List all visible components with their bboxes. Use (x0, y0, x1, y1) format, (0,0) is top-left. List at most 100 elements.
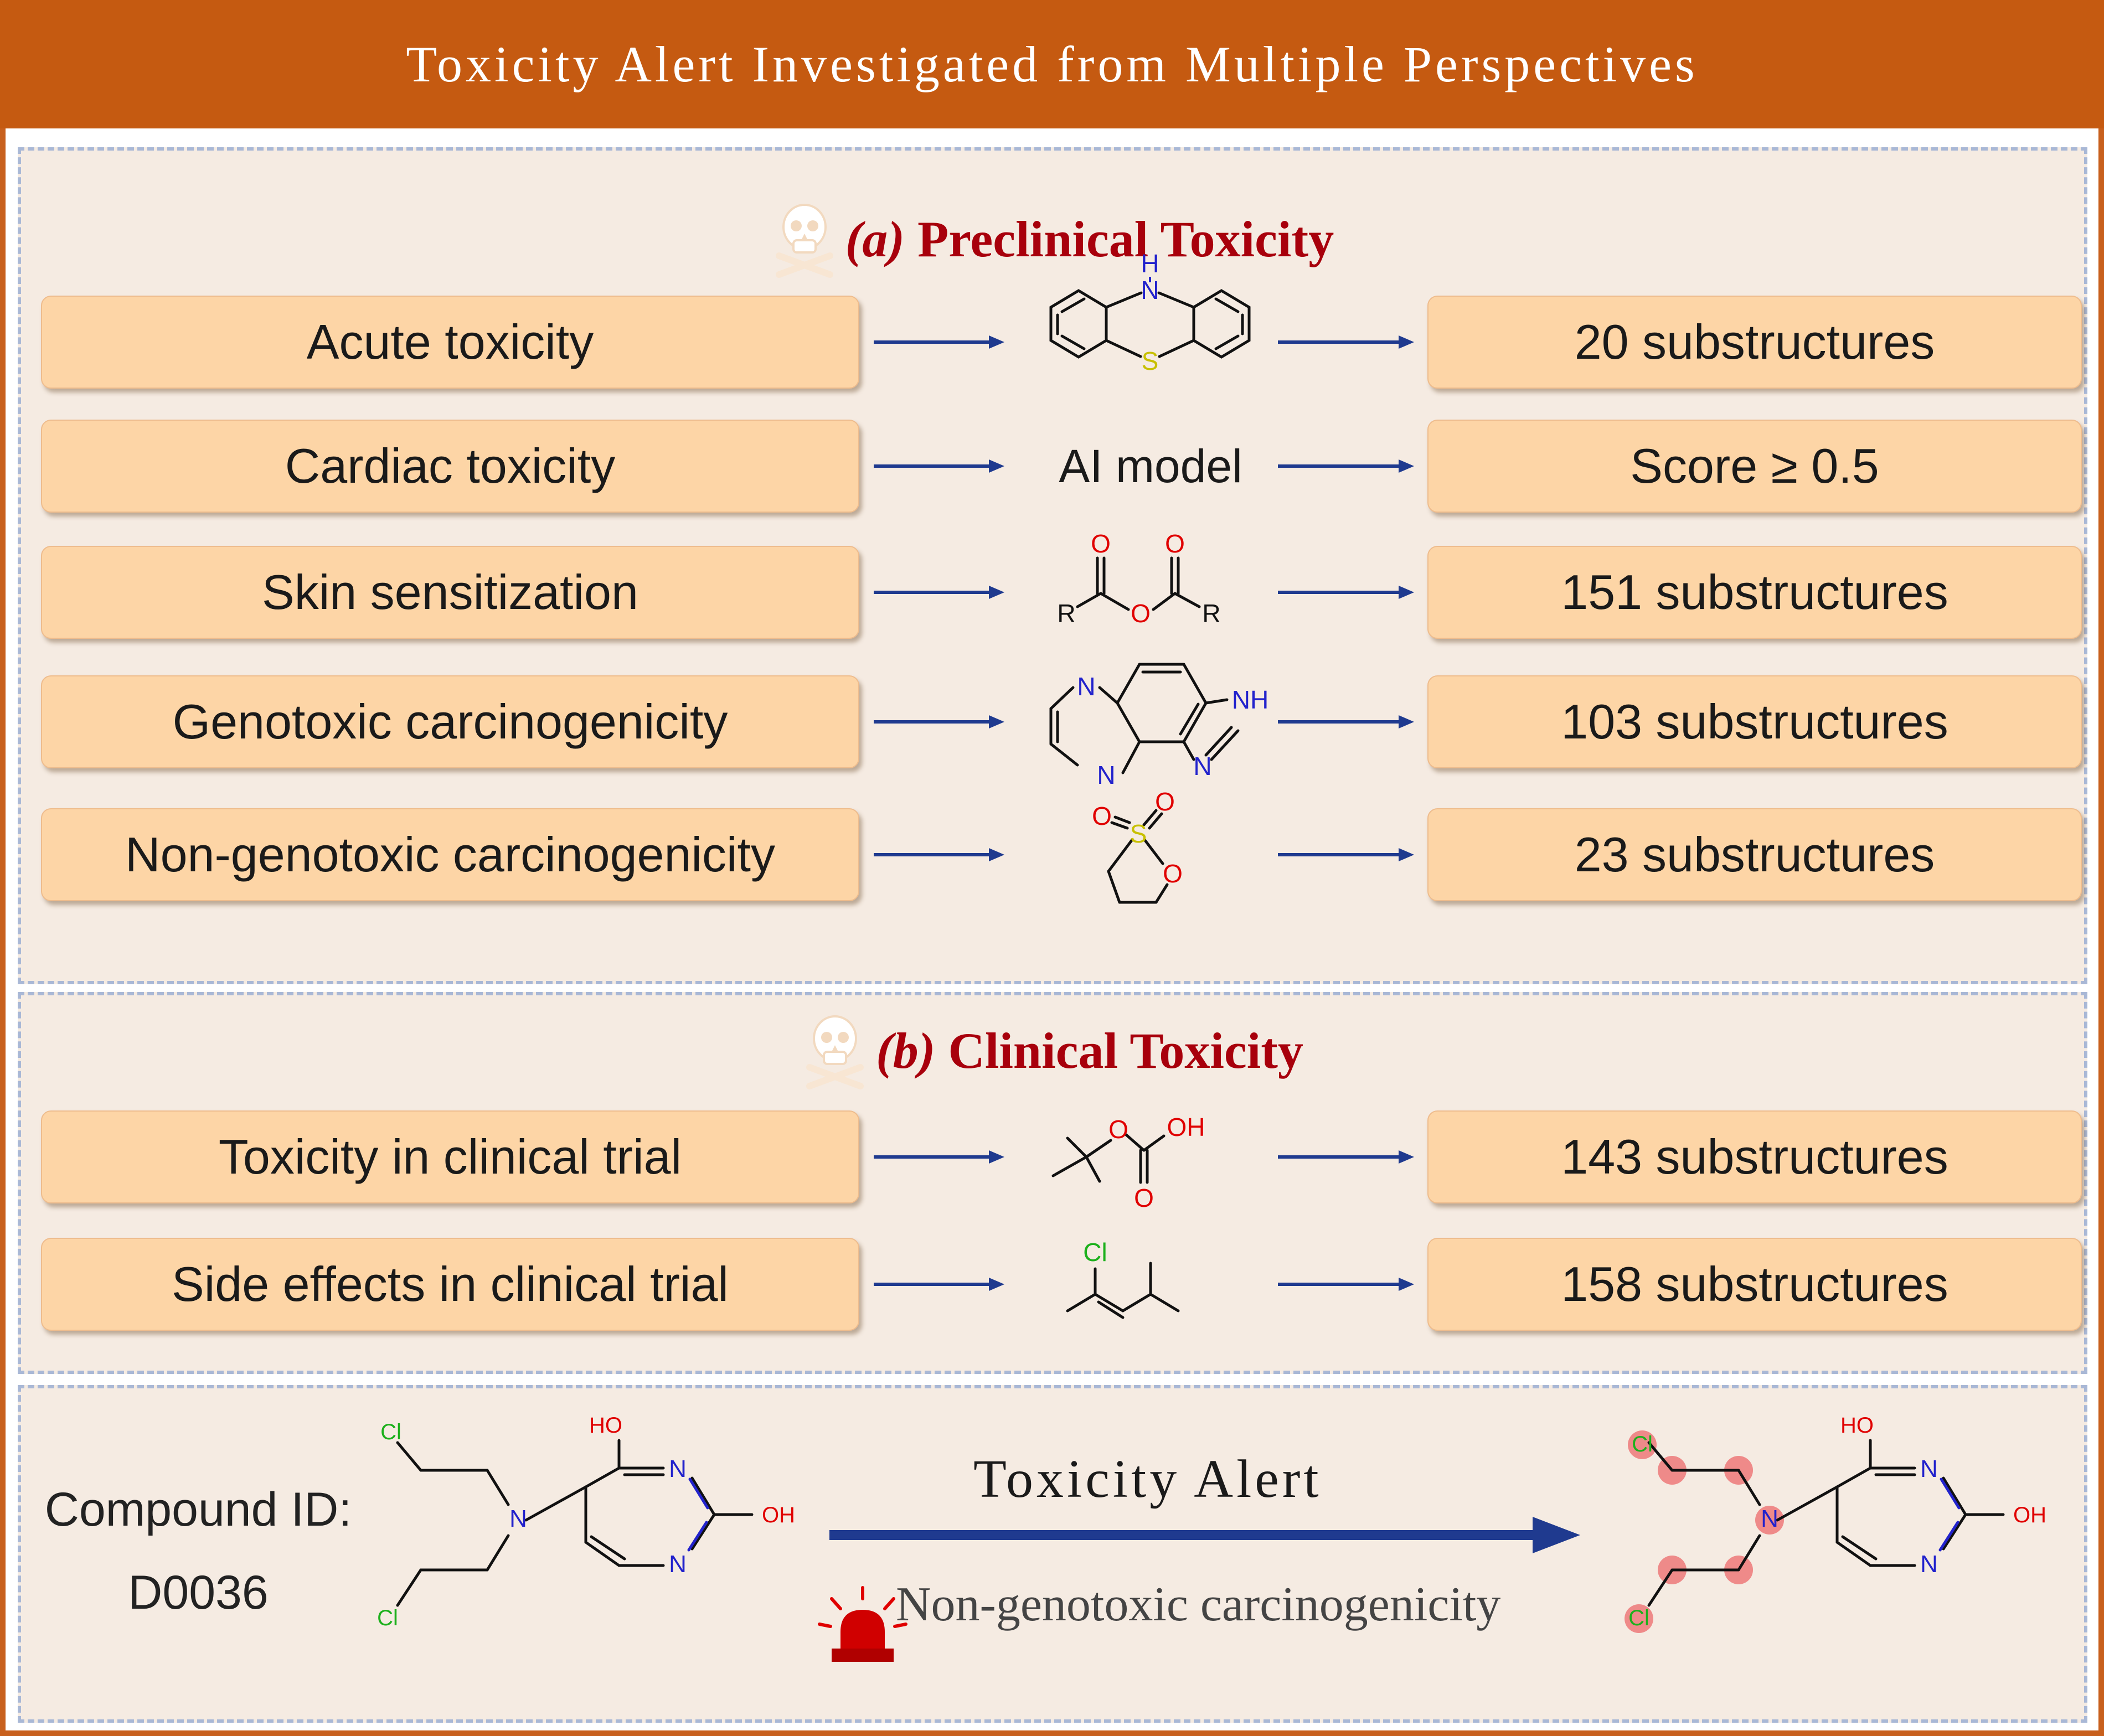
atom-label: O (1165, 529, 1185, 558)
panel-clinical-toxicity: (b) Clinical Toxicity Toxicity in clinic… (18, 992, 2087, 1374)
panel-b-letter: (b) (876, 1022, 936, 1079)
category-box: Acute toxicity (41, 296, 859, 389)
result-box: 23 substructures (1427, 808, 2082, 901)
alert-type: Non-genotoxic carcinogenicity (896, 1578, 1501, 1631)
category-label: Side effects in clinical trial (172, 1257, 729, 1311)
category-box: Non-genotoxic carcinogenicity (41, 808, 859, 901)
atom-label: HO (1840, 1413, 1874, 1438)
atom-label: NH (1232, 685, 1268, 714)
atom-label: N (669, 1455, 687, 1482)
arrow-right-icon (874, 459, 1004, 473)
atom-label: Cl (1632, 1432, 1653, 1456)
phenothiazine-structure: N H S (1049, 249, 1251, 375)
arrow-right-icon (1278, 1150, 1414, 1164)
anhydride-structure: O O O R R (1057, 529, 1220, 628)
atom-label: Cl (1628, 1606, 1649, 1630)
atom-label: O (1131, 599, 1151, 628)
result-box: 143 substructures (1427, 1110, 2082, 1203)
row-toxicity-clinical-trial: Toxicity in clinical trial (21, 1110, 2084, 1212)
result-label: Score ≥ 0.5 (1630, 438, 1879, 493)
atom-label: O (1163, 859, 1183, 888)
category-box: Genotoxic carcinogenicity (41, 675, 859, 768)
category-label: Cardiac toxicity (285, 438, 616, 493)
atom-label: O (1134, 1184, 1154, 1212)
atom-label: H (1141, 249, 1159, 278)
atom-label: O (1091, 529, 1111, 558)
atom-label: S (1130, 819, 1147, 848)
panel-b-heading: (b) Clinical Toxicity (21, 1012, 2084, 1089)
category-label: Toxicity in clinical trial (218, 1129, 682, 1184)
atom-label: HO (589, 1413, 622, 1438)
category-box: Cardiac toxicity (41, 420, 859, 513)
skull-crossbones-icon (775, 204, 833, 278)
compound-structure: Cl Cl N N N HO OH (377, 1413, 795, 1630)
highlighted-compound-structure: Cl Cl N N N HO OH (1625, 1413, 2046, 1633)
category-label: Skin sensitization (262, 565, 638, 619)
row-acute-toxicity: Acute toxicity (21, 249, 2084, 389)
alarm-siren-icon (818, 1586, 907, 1662)
atom-label: N (1920, 1551, 1938, 1578)
atom-label: N (1077, 672, 1095, 701)
row-cardiac-toxicity: Cardiac toxicity AI model Score ≥ 0.5 (21, 420, 2084, 513)
panel-preclinical-toxicity: (a) Preclinical Toxicity Acute toxicity (18, 147, 2087, 984)
atom-label: S (1142, 347, 1159, 375)
header-banner: Toxicity Alert Investigated from Multipl… (0, 0, 2104, 128)
method-label-container: AI model (1023, 420, 1278, 513)
atom-label: N (1920, 1455, 1938, 1482)
atom-label: Cl (377, 1606, 398, 1630)
result-label: 20 substructures (1574, 314, 1935, 369)
panel-a-title: Preclinical Toxicity (917, 211, 1334, 267)
atom-label: Cl (380, 1420, 401, 1444)
figure-body: (a) Preclinical Toxicity Acute toxicity (6, 128, 2098, 1730)
imidazopyrazine-structure: N N N NH (1049, 663, 1268, 789)
propane-sultone-structure: S O O O (1092, 787, 1183, 904)
category-label: Acute toxicity (306, 314, 594, 369)
compound-id-label: Compound ID: (44, 1483, 352, 1536)
atom-label: OH (1167, 1113, 1205, 1141)
figure-title: Toxicity Alert Investigated from Multipl… (406, 36, 1698, 92)
atom-label: N (1097, 761, 1115, 789)
result-box: 20 substructures (1427, 296, 2082, 389)
arrow-right-icon (1278, 459, 1414, 473)
atom-label: O (1092, 802, 1112, 830)
atom-label: N (509, 1505, 527, 1532)
category-box: Side effects in clinical trial (41, 1238, 859, 1331)
arrow-right-icon (1278, 715, 1414, 728)
panel-compound-alert: Compound ID: D0036 (18, 1385, 2087, 1723)
atom-label: N (669, 1551, 687, 1578)
result-box: 151 substructures (1427, 546, 2082, 639)
result-label: 151 substructures (1561, 565, 1948, 619)
atom-label: Cl (1083, 1238, 1107, 1267)
arrow-right-icon (1278, 586, 1414, 599)
category-label: Non-genotoxic carcinogenicity (125, 827, 775, 882)
chloroalkene-structure: Cl (1066, 1238, 1180, 1319)
result-box: Score ≥ 0.5 (1427, 420, 2082, 513)
atom-label: OH (2013, 1503, 2046, 1527)
atom-label: N (1761, 1505, 1778, 1532)
alert-title: Toxicity Alert (973, 1449, 1322, 1509)
category-box: Skin sensitization (41, 546, 859, 639)
row-skin-sensitization: Skin sensitization (21, 529, 2084, 639)
panel-a-letter: (a) (845, 211, 905, 267)
atom-label: OH (762, 1503, 795, 1527)
row-non-genotoxic-carcinogenicity: Non-genotoxic carcinogenicity (21, 787, 2084, 904)
arrow-right-icon (874, 715, 1004, 728)
panel-a-heading: (a) Preclinical Toxicity (21, 200, 2084, 278)
atom-label: O (1108, 1115, 1128, 1144)
atom-label: R (1202, 599, 1220, 628)
arrow-right-icon (874, 848, 1004, 861)
alert-arrow-icon (829, 1517, 1580, 1553)
tert-butyl-carbonate-structure: O OH O (1051, 1113, 1205, 1212)
category-label: Genotoxic carcinogenicity (172, 694, 728, 749)
method-label: AI model (1059, 440, 1242, 492)
arrow-right-icon (874, 1278, 1004, 1291)
atom-label: R (1057, 599, 1075, 628)
result-box: 158 substructures (1427, 1238, 2082, 1331)
result-box: 103 substructures (1427, 675, 2082, 768)
row-genotoxic-carcinogenicity: Genotoxic carcinogenicity (21, 663, 2084, 789)
arrow-right-icon (874, 586, 1004, 599)
arrow-right-icon (1278, 848, 1414, 861)
arrow-right-icon (874, 335, 1004, 349)
arrow-right-icon (1278, 335, 1414, 349)
